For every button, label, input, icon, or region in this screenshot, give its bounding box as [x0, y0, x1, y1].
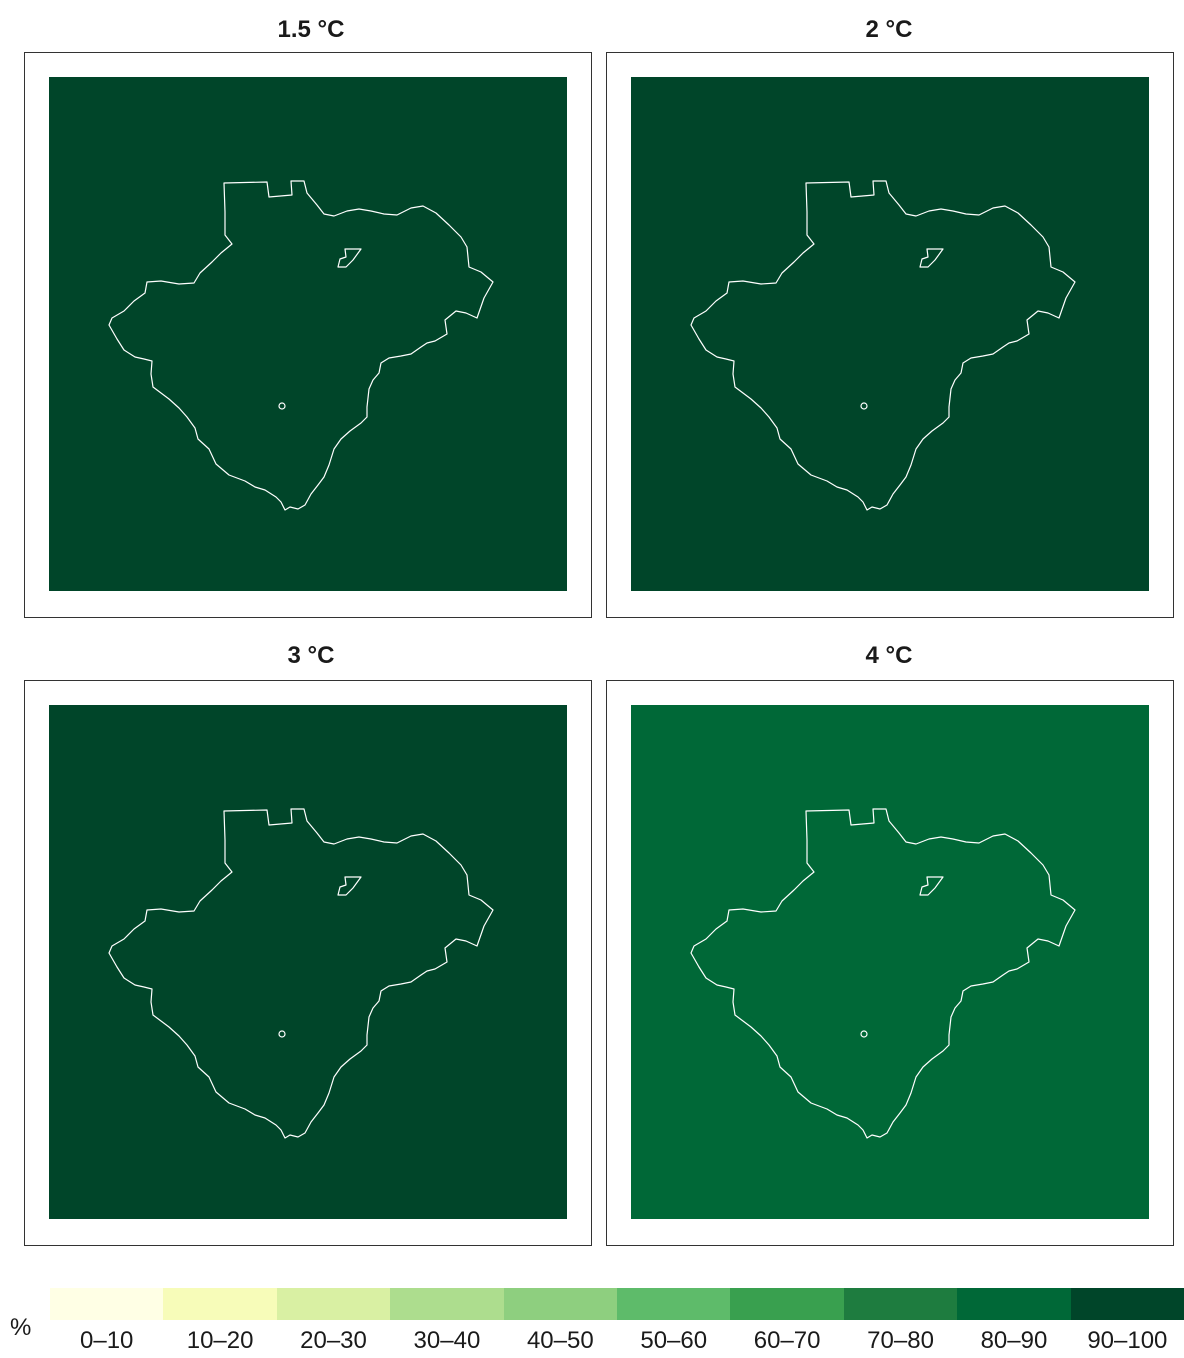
- panel-title-4c: 4 °C: [865, 642, 913, 669]
- legend-label: 80–90: [980, 1327, 1048, 1354]
- region-boundary: [690, 808, 1076, 1139]
- region-boundary: [108, 808, 494, 1139]
- map-raster-1p5c: [49, 77, 567, 591]
- map-raster-4c: [631, 705, 1149, 1219]
- map-fill-cell: [631, 77, 1149, 591]
- inner-boundary: [919, 248, 944, 268]
- legend-label: 90–100: [1087, 1327, 1168, 1354]
- panel-title-3c: 3 °C: [287, 642, 335, 669]
- map-svg: [631, 705, 1149, 1219]
- map-panel-1p5c: [24, 52, 592, 618]
- region-boundary: [108, 180, 494, 511]
- panel-title-2c: 2 °C: [865, 16, 913, 43]
- legend-label: 50–60: [640, 1327, 708, 1354]
- legend-label: 30–40: [413, 1327, 481, 1354]
- legend-swatch: [957, 1288, 1071, 1320]
- inner-boundary: [919, 876, 944, 896]
- panel-title-1p5c: 1.5 °C: [277, 16, 345, 43]
- legend-swatch: [843, 1288, 958, 1320]
- city-marker: [278, 1030, 286, 1038]
- city-marker: [860, 402, 868, 410]
- legend-swatch: [617, 1288, 731, 1320]
- legend-swatch: [163, 1288, 277, 1320]
- legend-swatch: [730, 1288, 844, 1320]
- map-svg: [631, 77, 1149, 591]
- legend-swatch: [390, 1288, 504, 1320]
- legend-label: 70–80: [867, 1327, 934, 1354]
- legend-label: 10–20: [186, 1327, 254, 1354]
- legend-swatch: [50, 1288, 164, 1320]
- legend-swatch: [1070, 1288, 1184, 1320]
- map-fill-cell: [49, 77, 567, 591]
- color-legend: % 0–10 10–20 20–30 30–40 40–50 50–60 60–70 70–8…: [0, 1288, 1184, 1358]
- inner-boundary: [337, 248, 362, 268]
- map-svg: [49, 77, 567, 591]
- map-svg: [49, 705, 567, 1219]
- legend-class-labels: 0–10 10–20 20–30 30–40 40–50 50–60 60–70 70–80 8…: [50, 1327, 1184, 1355]
- legend-label: 20–30: [300, 1327, 367, 1354]
- map-raster-2c: [631, 77, 1149, 591]
- map-panel-2c: [606, 52, 1174, 618]
- legend-label: 0–10: [80, 1327, 134, 1354]
- city-marker: [860, 1030, 868, 1038]
- inner-boundary: [337, 876, 362, 896]
- legend-unit-label: %: [10, 1314, 32, 1341]
- map-panel-4c: [606, 680, 1174, 1246]
- city-marker: [278, 402, 286, 410]
- map-raster-3c: [49, 705, 567, 1219]
- map-fill-cell: [631, 705, 1149, 1219]
- legend-label: 60–70: [753, 1327, 821, 1354]
- legend-swatch: [276, 1288, 391, 1320]
- legend-swatch: [503, 1288, 618, 1320]
- legend-label: 40–50: [526, 1327, 594, 1354]
- map-panel-3c: [24, 680, 592, 1246]
- legend-color-bar: [50, 1288, 1184, 1320]
- region-boundary: [690, 180, 1076, 511]
- map-fill-cell: [49, 705, 567, 1219]
